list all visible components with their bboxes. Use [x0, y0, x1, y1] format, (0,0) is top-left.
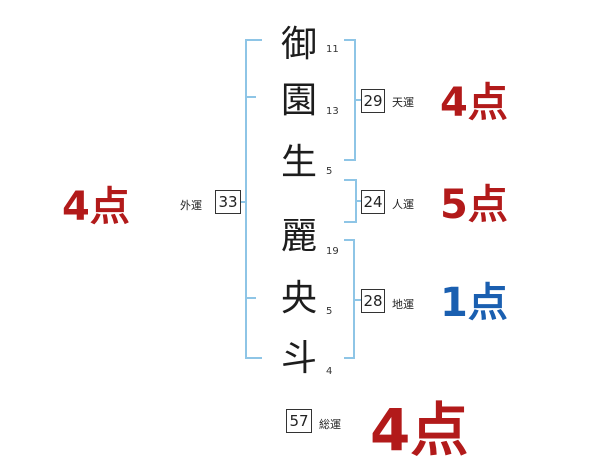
tenkaku-value-box: 29: [361, 89, 385, 113]
soukaku-score: 4点: [370, 396, 469, 464]
outer-bracket: [245, 39, 262, 359]
chikaku-label: 地運: [392, 298, 414, 311]
stroke-count-6: 4: [326, 366, 333, 377]
tenkaku-score: 4点: [440, 80, 508, 126]
stroke-count-4: 19: [326, 246, 339, 257]
name-char-2: 園: [280, 80, 317, 121]
soukaku-label: 総運: [319, 418, 341, 431]
name-char-4: 麗: [280, 216, 317, 257]
jinkaku-bracket: [344, 179, 357, 223]
stroke-count-5: 5: [326, 306, 333, 317]
jinkaku-label: 人運: [392, 198, 414, 211]
gaikaku-value-box: 33: [215, 190, 241, 214]
chikaku-bracket: [344, 239, 355, 359]
stroke-count-2: 13: [326, 106, 339, 117]
name-char-5: 央: [280, 278, 317, 319]
tenkaku-label: 天運: [392, 96, 414, 109]
stroke-count-1: 11: [326, 44, 339, 55]
jinkaku-score: 5点: [440, 182, 508, 228]
gaikaku-label: 外運: [180, 199, 202, 212]
stroke-count-3: 5: [326, 166, 333, 177]
name-char-6: 斗: [280, 338, 317, 379]
name-char-1: 御: [280, 24, 317, 65]
tenkaku-bracket: [344, 39, 356, 161]
soukaku-value-box: 57: [286, 409, 312, 433]
chikaku-score: 1点: [440, 280, 508, 326]
name-char-3: 生: [280, 142, 317, 183]
jinkaku-value-box: 24: [361, 190, 385, 214]
gaikaku-score: 4点: [62, 184, 130, 230]
chikaku-value-box: 28: [361, 289, 385, 313]
